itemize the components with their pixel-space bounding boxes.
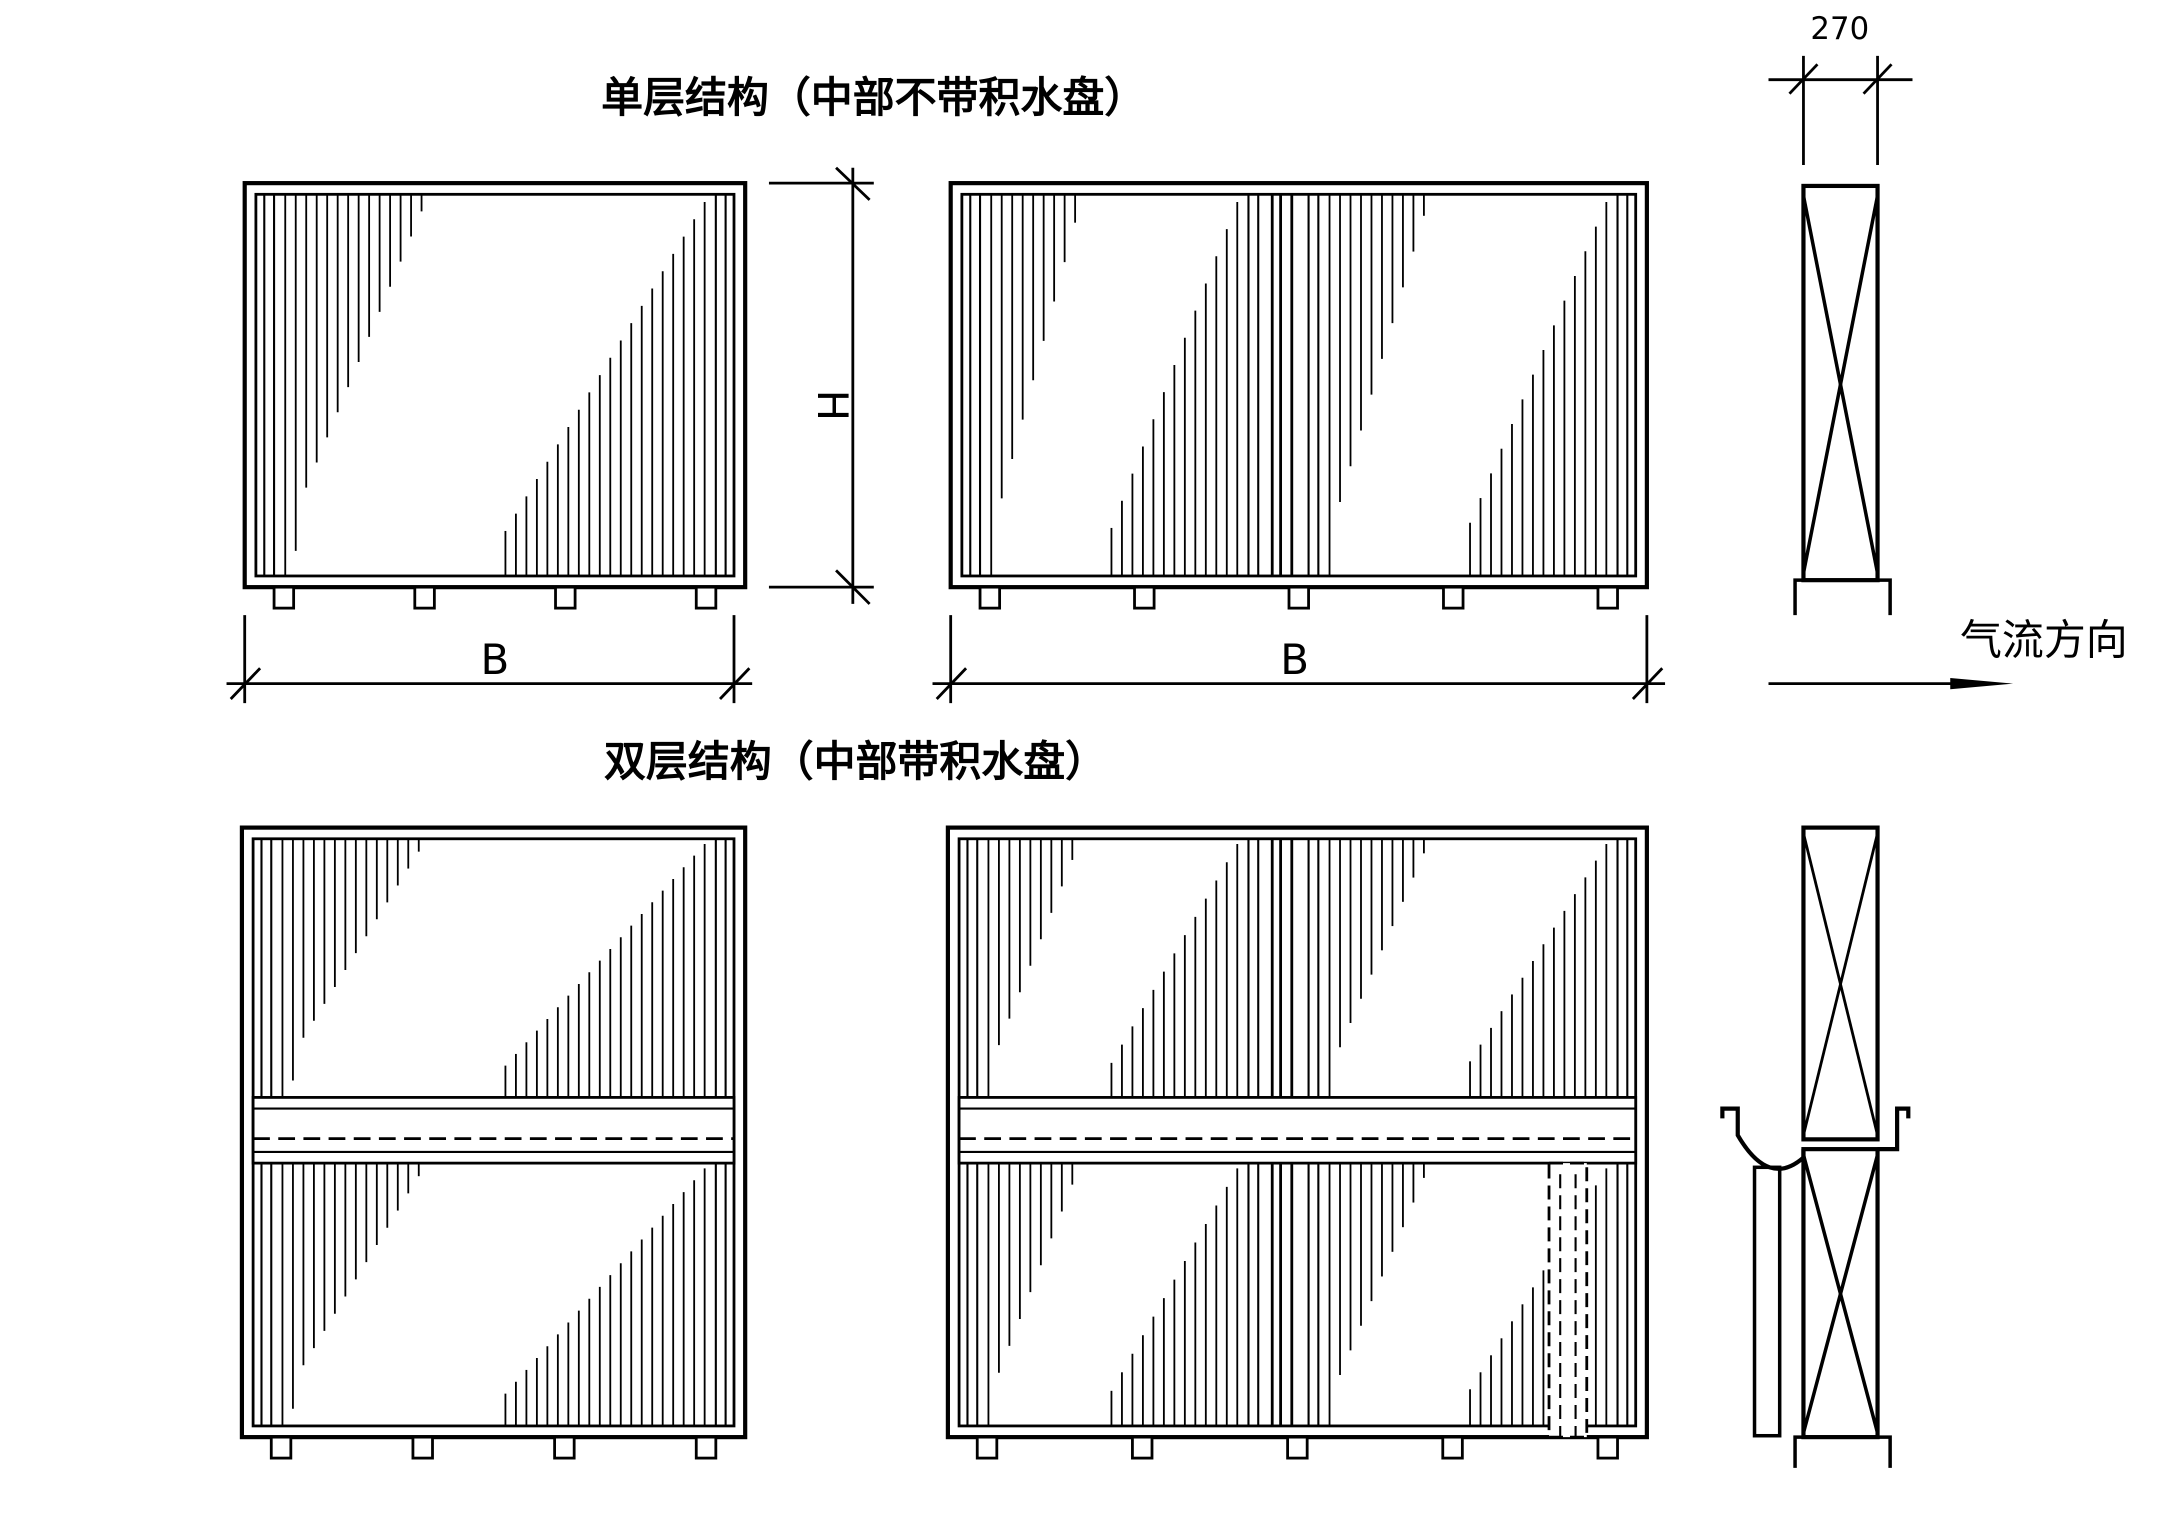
- support-foot: [1131, 1435, 1154, 1460]
- drain-pan-band: [251, 1096, 736, 1165]
- height-dimension: [768, 166, 874, 605]
- depth-dimension: [1768, 55, 1913, 165]
- panel-double-wide: [945, 825, 1649, 1460]
- support-foot: [272, 585, 296, 610]
- drain-pan-band: [957, 1096, 1638, 1165]
- support-foot: [1287, 585, 1310, 610]
- airflow-label: 气流方向: [1960, 615, 2128, 664]
- support-foot: [269, 1435, 293, 1460]
- panel-single-wide: [948, 181, 1649, 610]
- support-foot: [1596, 585, 1619, 610]
- support-foot: [1442, 585, 1465, 610]
- support-foot: [554, 585, 577, 610]
- coil-panels: [239, 181, 1649, 1460]
- width-dimension-2: [932, 615, 1666, 704]
- support-foot: [1133, 585, 1156, 610]
- depth-label: 270: [1810, 11, 1869, 47]
- title-double-layer: 双层结构（中部带积水盘）: [604, 737, 1107, 786]
- support-foot: [694, 585, 718, 610]
- width-label-1: B: [481, 635, 510, 684]
- height-label: H: [808, 390, 857, 422]
- panel-double-narrow: [239, 825, 748, 1460]
- support-foot: [1286, 1435, 1309, 1460]
- support-foot: [978, 585, 1002, 610]
- drain-pipe-hidden: [1547, 1161, 1589, 1439]
- airflow-arrow-icon: [1768, 678, 2014, 690]
- panel-single-narrow: [242, 181, 748, 610]
- support-foot: [1441, 1435, 1464, 1460]
- support-foot: [553, 1435, 576, 1460]
- support-foot: [411, 1435, 434, 1460]
- support-foot: [1596, 1435, 1619, 1460]
- width-dimension-1: [226, 615, 753, 704]
- side-view-single: [1793, 183, 1892, 616]
- side-view-double: [1720, 825, 1911, 1468]
- width-label-2: B: [1280, 635, 1309, 684]
- title-single-layer: 单层结构（中部不带积水盘）: [601, 73, 1146, 122]
- support-foot: [975, 1435, 999, 1460]
- support-foot: [694, 1435, 718, 1460]
- support-foot: [413, 585, 436, 610]
